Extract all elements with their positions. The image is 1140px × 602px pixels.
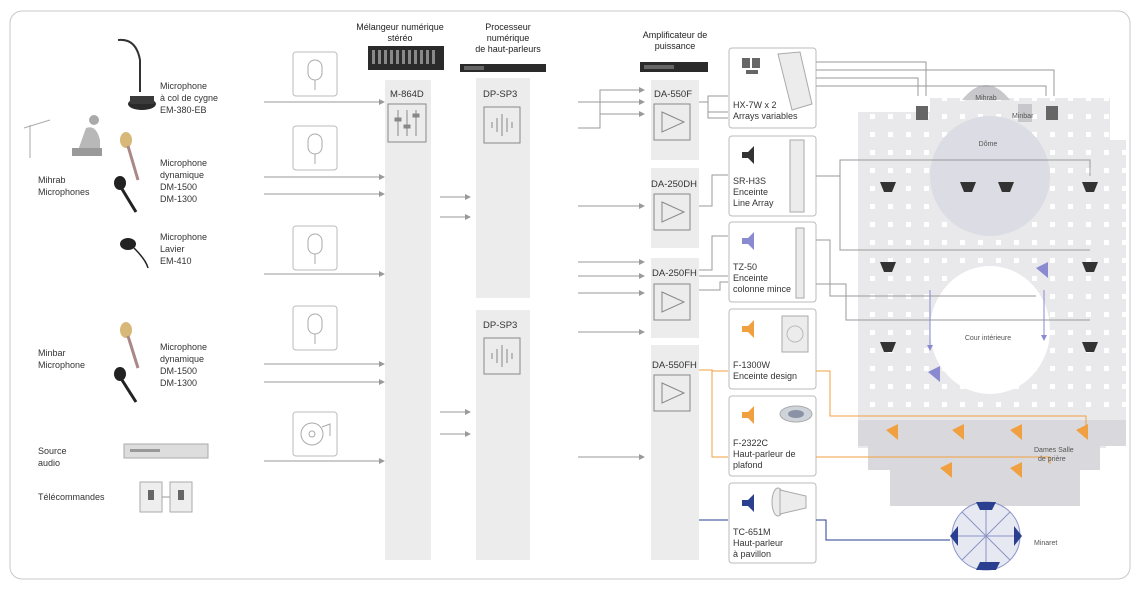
mic-icon-4 <box>292 305 338 351</box>
dynamic-mic-icons-2 <box>114 322 140 403</box>
gooseneck-mic-icon <box>117 38 156 110</box>
sr-h3s-icon <box>742 139 805 213</box>
f-1300w-icon <box>742 315 809 353</box>
mic-icon-2 <box>292 125 338 171</box>
mihrab-niche <box>962 85 1010 100</box>
processor-panel-1 <box>476 78 530 298</box>
amp-4-label: DA-550FH <box>652 360 697 371</box>
amp-icons <box>653 103 691 412</box>
dynamic-mic-icons-1 <box>114 132 140 213</box>
source-mic-boxes <box>292 51 338 457</box>
input-lines <box>264 87 645 464</box>
processor-1-icon <box>483 106 521 144</box>
orange-routes <box>816 370 1087 464</box>
remote-label: Télécommandes <box>38 492 105 502</box>
amp-2-icon <box>653 193 691 231</box>
outer-frame <box>9 10 1131 580</box>
processor-1-label: DP-SP3 <box>483 89 517 100</box>
amplifier-device-icon <box>640 62 708 72</box>
amp-output-lines <box>699 95 728 291</box>
cd-music-icon <box>292 411 338 457</box>
tc-651m-icon <box>742 487 807 517</box>
mixer-device-icon <box>368 46 444 70</box>
minbar-block <box>1018 104 1032 122</box>
amp-4-icon <box>653 374 691 412</box>
remote-control-icon <box>139 481 193 513</box>
processor-panel-2 <box>476 310 530 560</box>
mic-icon-1 <box>292 51 338 97</box>
amp-1-label: DA-550F <box>654 89 692 100</box>
amp-3-label: DA-250FH <box>652 268 697 279</box>
plan-routes <box>816 61 1091 321</box>
courtyard-area <box>930 266 1050 394</box>
line-array-icon <box>742 51 813 111</box>
purple-routes <box>927 290 1047 351</box>
mixer-label: M-864D <box>390 89 424 100</box>
amp-panel-4 <box>651 345 699 560</box>
processor-2-icon <box>483 337 521 375</box>
courtyard-plan-label: Cour intérieure <box>965 335 1011 342</box>
mihrab-plan-label: Mihrab <box>975 95 997 102</box>
color-output-lines <box>699 369 728 521</box>
plan-speakers <box>880 106 1098 570</box>
processor-2-label: DP-SP3 <box>483 320 517 331</box>
mosque-plan <box>858 85 1126 571</box>
mihrab-figure-icon <box>23 115 102 158</box>
minbar-plan-label: Minbar <box>1012 113 1034 120</box>
mic-icon-3 <box>292 225 338 271</box>
navy-route <box>816 519 950 541</box>
amp-panel-1 <box>651 80 699 160</box>
dome-plan-label: Dôme <box>979 141 998 148</box>
dome-area <box>930 116 1050 236</box>
processor-device-icon <box>460 64 546 72</box>
lavalier-mic-icon <box>120 238 149 269</box>
cd-player-icon <box>123 443 209 459</box>
amp-2-label: DA-250DH <box>651 179 697 190</box>
mixer-panel <box>385 80 431 560</box>
amp-1-icon <box>653 103 691 141</box>
amp-3-icon <box>653 283 691 321</box>
f-2322c-icon <box>742 405 813 424</box>
mixer-fader-icon <box>387 103 427 143</box>
minaret-plan-label: Minaret <box>1034 540 1057 547</box>
tz-50-icon <box>742 227 805 299</box>
